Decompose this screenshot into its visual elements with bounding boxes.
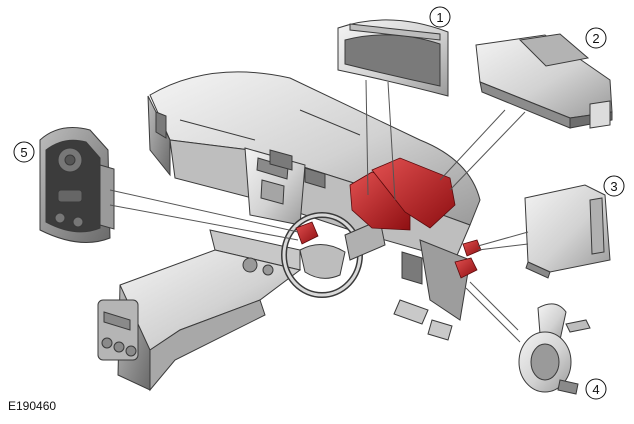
dashboard-illustration xyxy=(97,71,481,392)
callout-4: 4 xyxy=(585,378,607,400)
callout-1: 1 xyxy=(429,6,451,28)
leader-5 xyxy=(109,189,299,233)
leader-4 xyxy=(469,281,519,331)
highlight-pump xyxy=(454,257,478,279)
figure-id: E190460 xyxy=(8,399,57,413)
callout-1-label: 1 xyxy=(436,10,443,25)
callouts: 1 2 3 4 5 xyxy=(13,6,625,400)
highlight-switch-pack xyxy=(295,221,319,245)
component-5-switch-pack xyxy=(39,127,115,243)
leader-4b xyxy=(465,287,521,343)
leader-1b xyxy=(387,81,396,201)
component-2-control-module xyxy=(475,33,613,129)
callout-2: 2 xyxy=(585,27,607,49)
callout-3: 3 xyxy=(603,175,625,197)
callout-4-label: 4 xyxy=(592,382,599,397)
highlight-ecu xyxy=(462,239,482,257)
callout-2-label: 2 xyxy=(592,31,599,46)
callout-3-label: 3 xyxy=(610,179,617,194)
leader-lines xyxy=(109,79,529,343)
component-4-pump xyxy=(518,303,591,395)
leader-2b xyxy=(449,111,526,191)
leader-1 xyxy=(365,79,369,196)
leader-2 xyxy=(439,109,506,181)
component-1-instrument-cluster xyxy=(337,19,449,97)
callout-5-label: 5 xyxy=(20,145,27,160)
highlight-control-module xyxy=(371,157,456,229)
callout-5: 5 xyxy=(13,141,35,163)
component-3-ecu xyxy=(524,184,611,279)
leader-3 xyxy=(477,231,529,247)
leader-5b xyxy=(109,204,299,241)
leader-3b xyxy=(477,243,529,251)
